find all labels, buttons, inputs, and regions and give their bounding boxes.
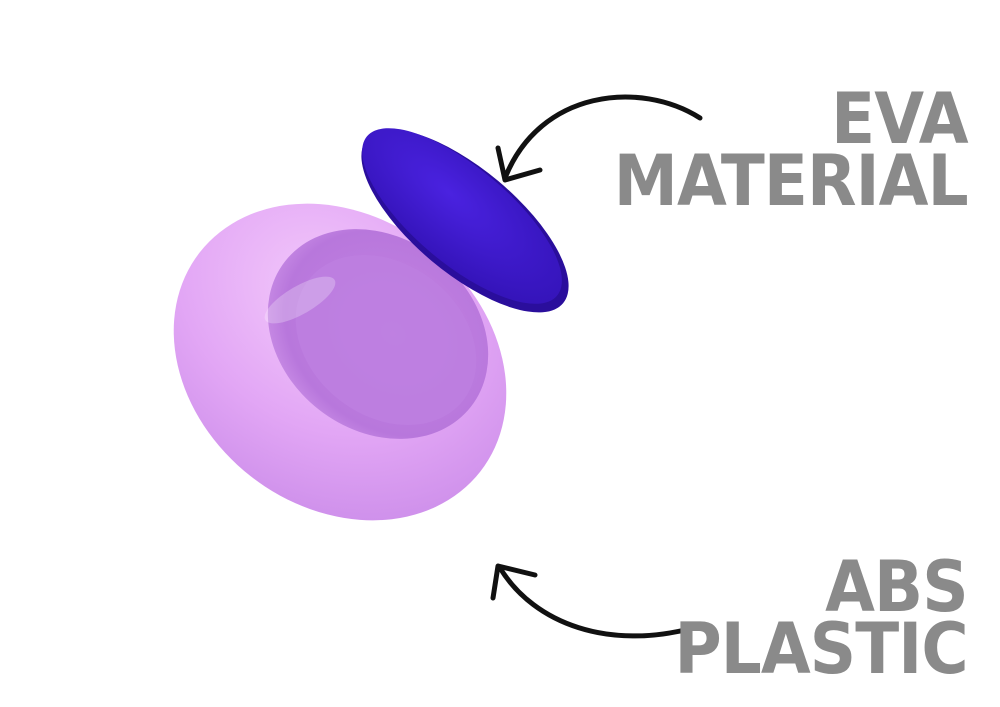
abs-plastic-shell — [173, 203, 507, 521]
eva-label-line2: MATERIAL — [614, 140, 969, 222]
arrow-to-eva — [495, 94, 703, 183]
eva-insert-disc — [361, 128, 569, 313]
abs-label-line2: PLASTIC — [674, 608, 969, 690]
abs-plastic-label: ABS PLASTIC — [674, 546, 969, 690]
eva-material-label: EVA MATERIAL — [614, 78, 969, 222]
eva-label-line1: EVA — [831, 78, 968, 160]
arrow-to-abs — [490, 563, 696, 639]
abs-label-line1: ABS — [825, 546, 968, 628]
